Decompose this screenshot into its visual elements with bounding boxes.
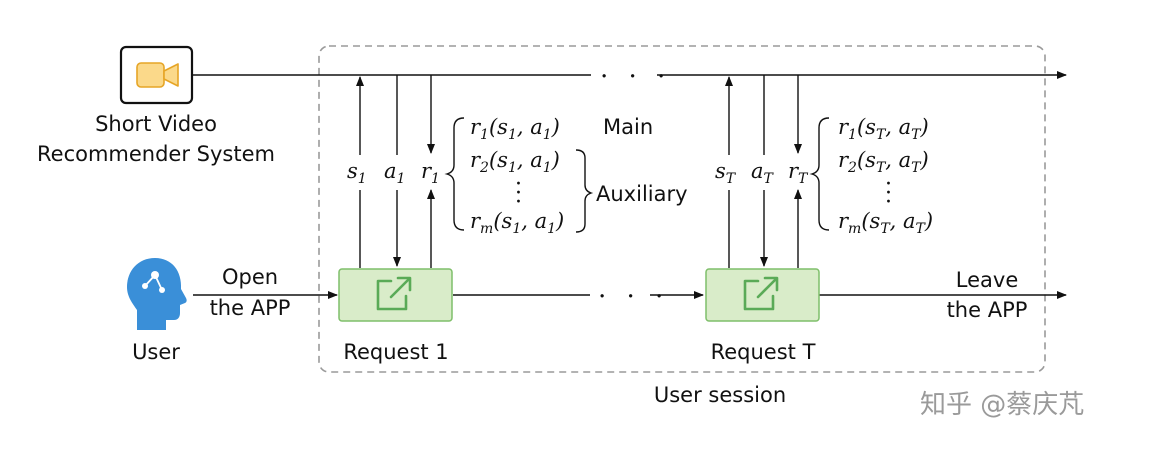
reward-t-symbol: rT — [788, 159, 808, 187]
main-label: Main — [603, 115, 654, 139]
top-ellipsis: . . . — [600, 54, 672, 84]
reward-1-auxiliary-2: r2(s1, a1) — [470, 148, 560, 176]
request-1-label: Request 1 — [343, 340, 449, 364]
open-app-line2: the APP — [209, 296, 291, 320]
state-t-symbol: sT — [715, 159, 736, 187]
request-1-box — [338, 268, 453, 322]
bottom-ellipsis: . . . — [598, 274, 670, 304]
reward-t-auxiliary-2: r2(sT, aT) — [838, 148, 929, 176]
system-label-line1: Short Video — [95, 112, 217, 136]
leave-app-line2: the APP — [946, 298, 1028, 322]
external-link-icon — [376, 276, 412, 311]
reward-1-main: r1(s1, a1) — [470, 115, 560, 143]
auxiliary-right-brace — [575, 149, 594, 233]
reward-t-vertical-dots: ··· — [885, 172, 892, 215]
auxiliary-label: Auxiliary — [596, 182, 688, 206]
action-t-symbol: aT — [751, 159, 773, 187]
reward-1-symbol: r1 — [421, 159, 440, 187]
request-t-label: Request T — [710, 340, 816, 364]
state-1-symbol: s1 — [347, 159, 367, 187]
reward-t-auxiliary-m: rm(sT, aT) — [838, 209, 934, 237]
reward-1-vertical-dots: ··· — [515, 172, 522, 215]
watermark-text: 知乎 @蔡庆芃 — [920, 390, 1085, 420]
open-app-line1: Open — [221, 265, 279, 289]
reward-t-main: r1(sT, aT) — [838, 115, 929, 143]
external-link-icon — [743, 276, 779, 311]
user-head-icon — [127, 258, 187, 330]
request-t-box — [705, 268, 820, 322]
action-1-symbol: a1 — [384, 159, 406, 187]
video-camera-icon — [119, 45, 194, 105]
user-session-label: User session — [653, 383, 787, 407]
user-label: User — [132, 340, 180, 364]
reward-1-auxiliary-m: rm(s1, a1) — [470, 209, 565, 237]
user-session-box — [318, 45, 1046, 373]
leave-app-line1: Leave — [955, 268, 1019, 292]
rewards-1-left-brace — [444, 117, 465, 231]
system-label-line2: Recommender System — [37, 142, 275, 166]
rewards-t-left-brace — [809, 117, 830, 231]
